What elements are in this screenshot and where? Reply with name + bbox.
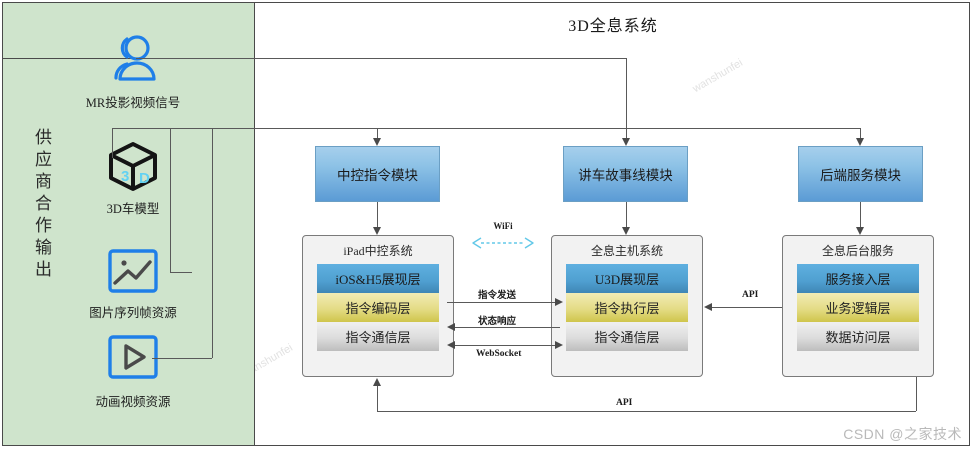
layer-encoding[interactable]: 指令编码层 [317, 293, 439, 322]
svg-text:3: 3 [121, 168, 129, 185]
arrowhead-status-reply [447, 322, 455, 331]
arrowhead-to-central-module [372, 138, 381, 146]
arrowhead-api-to-ipad [372, 378, 381, 386]
supplier-panel [3, 3, 255, 445]
connector-video-stub [152, 358, 212, 359]
layer-presentation[interactable]: iOS&H5展现层 [317, 264, 439, 293]
module-label: 讲车故事线模块 [578, 168, 673, 183]
layer-label: 指令编码层 [345, 301, 411, 316]
connector-label-api-right: API [742, 290, 759, 300]
arrowhead-websocket-left [447, 340, 455, 349]
arrowhead-to-service-card [855, 227, 864, 235]
arrowhead-to-backend-module [855, 138, 864, 146]
layer-label: U3D展现层 [594, 272, 660, 287]
connector-label-api-bottom: API [616, 398, 633, 408]
source-label-mr: MR投影视频信号 [85, 96, 181, 110]
layer-label: 服务接入层 [825, 272, 891, 287]
module-backend-service[interactable]: 后端服务模块 [798, 146, 923, 202]
layer-label: 指令执行层 [594, 301, 660, 316]
module-story-line[interactable]: 讲车故事线模块 [563, 146, 688, 202]
layer-label: 指令通信层 [345, 330, 411, 345]
page-title: 3D全息系统 [568, 18, 658, 35]
users-icon [114, 35, 156, 81]
panel-divider-top [3, 58, 255, 59]
layer-service-access[interactable]: 服务接入层 [797, 264, 919, 293]
connector-cmd-send [447, 302, 555, 303]
arrowhead-cmd-send [555, 297, 563, 306]
connector-api-bottom-horizontal [377, 411, 916, 412]
layer-label: 业务逻辑层 [825, 301, 891, 316]
image-frames-icon [108, 249, 158, 293]
csdn-watermark: CSDN @之家技术 [843, 426, 962, 442]
arrowhead-to-story-module [621, 138, 630, 146]
layer-stack: U3D展现层 指令执行层 指令通信层 [566, 264, 688, 351]
system-card-holohost[interactable]: 全息主机系统 U3D展现层 指令执行层 指令通信层 [551, 235, 703, 377]
source-item-mr: MR投影视频信号 [78, 33, 188, 111]
connector-mr-vertical [626, 58, 627, 138]
cube-3d-icon: 3 D [109, 142, 157, 191]
supplier-panel-label: 供应商合作输出 [32, 128, 51, 282]
system-card-backend[interactable]: 全息后台服务 服务接入层 业务逻辑层 数据访问层 [782, 235, 934, 377]
connector-label-status-reply: 状态响应 [478, 317, 517, 327]
connector-api-bottom-right-riser [916, 377, 917, 411]
system-title: iPad中控系统 [343, 244, 413, 258]
source-item-imageframes: 图片序列帧资源 [80, 248, 186, 321]
layer-communication[interactable]: 指令通信层 [566, 322, 688, 351]
connector-bus-to-central [377, 128, 378, 138]
video-play-icon [108, 335, 158, 379]
connector-central-to-ipad [377, 202, 378, 227]
arrowhead-to-host-card [621, 227, 630, 235]
layer-stack: 服务接入层 业务逻辑层 数据访问层 [797, 264, 919, 351]
connector-label-websocket: WebSocket [476, 349, 522, 359]
source-item-3dmodel: 3 D 3D车模型 [85, 140, 181, 217]
layer-business-logic[interactable]: 业务逻辑层 [797, 293, 919, 322]
system-card-ipad[interactable]: iPad中控系统 iOS&H5展现层 指令编码层 指令通信层 [302, 235, 454, 377]
module-label: 后端服务模块 [820, 168, 901, 183]
module-central-control[interactable]: 中控指令模块 [315, 146, 440, 202]
connector-mr-horizontal [136, 58, 626, 59]
layer-stack: iOS&H5展现层 指令编码层 指令通信层 [317, 264, 439, 351]
layer-data-access[interactable]: 数据访问层 [797, 322, 919, 351]
connector-3dmodel-riser [112, 128, 113, 158]
source-label-video: 动画视频资源 [95, 395, 171, 409]
system-title: 全息后台服务 [821, 244, 894, 258]
arrowhead-websocket-right [555, 340, 563, 349]
connector-video-riser [212, 128, 213, 358]
arrowhead-api-to-host [704, 302, 712, 311]
module-label: 中控指令模块 [337, 168, 418, 183]
wifi-label: WiFi [493, 221, 513, 231]
layer-label: 数据访问层 [825, 330, 891, 345]
layer-label: 指令通信层 [594, 330, 660, 345]
wifi-double-arrow-icon [472, 237, 534, 249]
svg-text:D: D [139, 170, 150, 187]
layer-execution[interactable]: 指令执行层 [566, 293, 688, 322]
connector-imageframes-stub [170, 272, 192, 273]
connector-bus-to-backend [860, 128, 861, 138]
arrowhead-to-ipad-card [372, 227, 381, 235]
layer-communication[interactable]: 指令通信层 [317, 322, 439, 351]
connector-label-cmd-send: 指令发送 [478, 291, 517, 301]
connector-websocket [455, 345, 555, 346]
connector-imageframes-riser [170, 128, 171, 272]
connector-story-to-host [626, 202, 627, 227]
connector-supplier-bus [112, 128, 860, 129]
layer-label: iOS&H5展现层 [335, 272, 421, 287]
connector-backend-to-service [860, 202, 861, 227]
source-label-3dmodel: 3D车模型 [106, 202, 160, 216]
source-item-video: 动画视频资源 [84, 334, 182, 410]
connector-status-reply [455, 327, 560, 328]
connector-wifi [472, 236, 534, 250]
layer-presentation[interactable]: U3D展现层 [566, 264, 688, 293]
system-title: 全息主机系统 [590, 244, 663, 258]
source-label-imageframes: 图片序列帧资源 [89, 306, 177, 320]
connector-api-right [712, 307, 782, 308]
connector-api-bottom-left-riser [377, 386, 378, 411]
